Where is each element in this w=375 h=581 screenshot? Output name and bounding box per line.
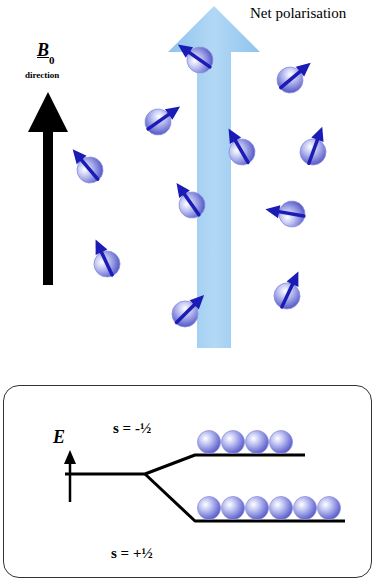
energy-axis	[69, 462, 72, 502]
population-ball	[246, 431, 269, 454]
text-holder: direction	[25, 64, 59, 82]
text-holder: s = +½	[111, 544, 153, 562]
energy-axis-head	[64, 450, 76, 464]
spin-particle	[167, 286, 214, 333]
spin-particle	[63, 141, 109, 188]
text-holder: s = -½	[113, 419, 151, 437]
net-polarisation-arrow	[168, 6, 260, 348]
spin-particle	[140, 96, 188, 140]
spin-particle	[263, 197, 307, 230]
population-ball	[198, 431, 221, 454]
population-ball	[222, 431, 245, 454]
text-holder: B	[37, 40, 49, 61]
text-holder: Net polarisation	[250, 4, 346, 22]
field-direction-label: direction	[25, 70, 59, 80]
field-symbol: B	[37, 40, 49, 61]
spin-particle	[272, 53, 319, 99]
population-ball	[270, 497, 293, 520]
spin-particle	[166, 175, 210, 223]
spin-particle	[170, 34, 218, 78]
field-arrow	[28, 92, 68, 285]
field-subscript: 0	[49, 54, 55, 66]
population-ball	[270, 431, 293, 454]
lower-energy-level	[145, 474, 345, 521]
population-ball	[246, 497, 269, 520]
spin-particle	[217, 122, 260, 170]
spin-particle	[84, 234, 124, 281]
energy-label: E	[53, 427, 65, 448]
net-polarisation-label: Net polarisation	[250, 5, 346, 22]
spin-particle	[270, 266, 310, 313]
spin-state-label: s = -½	[113, 420, 151, 437]
upper-energy-level	[65, 455, 305, 474]
energy-level-panel: Es = -½ s = +½	[3, 385, 372, 578]
population-ball	[198, 497, 221, 520]
spin-particle	[296, 122, 334, 168]
text-holder: 0	[49, 50, 55, 68]
population-ball	[318, 497, 341, 520]
population-ball	[294, 497, 317, 520]
text-holder: E	[53, 427, 65, 448]
spin-state-label: s = +½	[111, 545, 153, 562]
population-ball	[222, 497, 245, 520]
